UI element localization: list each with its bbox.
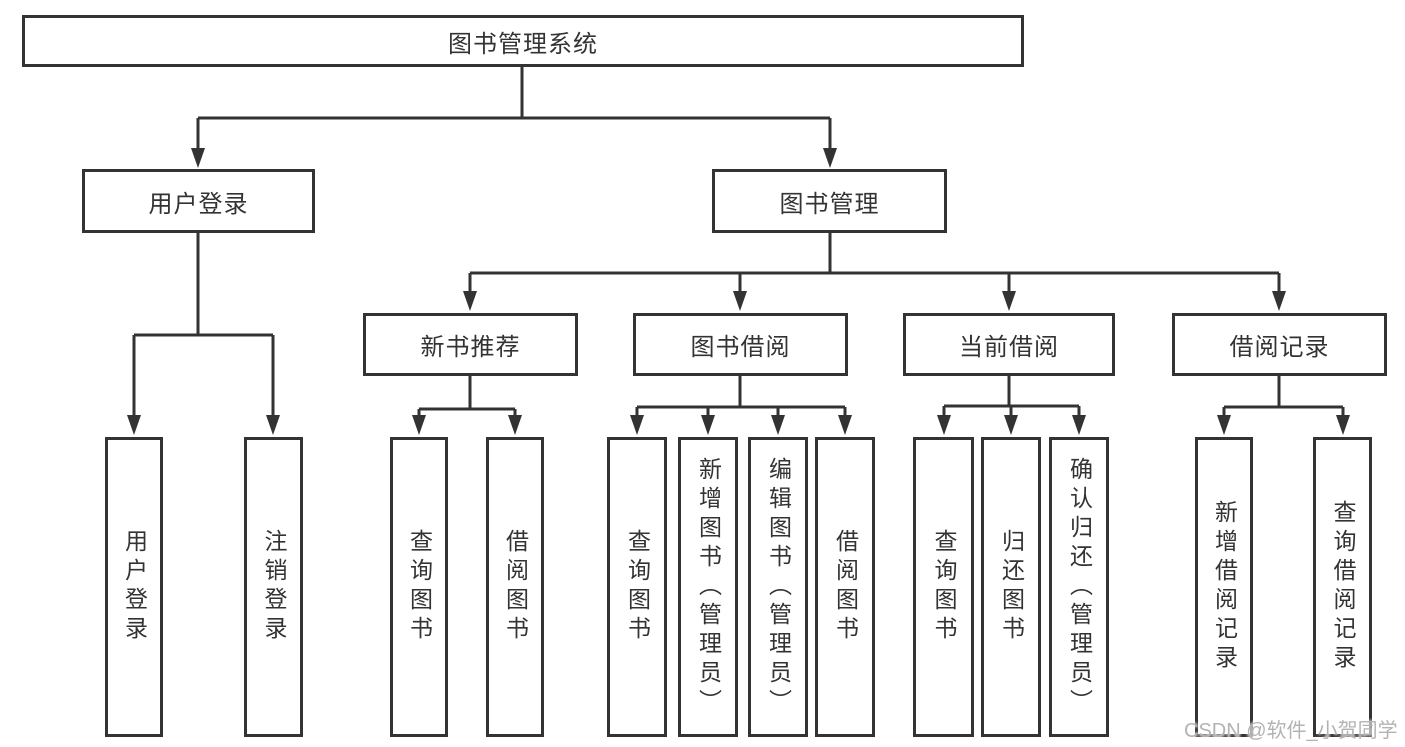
leaf-add-books-admin: 新增图书（管理员） [678, 437, 738, 737]
node-user-login-label: 用户登录 [148, 190, 249, 218]
connector-root-to-level2 [196, 67, 832, 152]
connector-book-management-sections [468, 233, 1281, 295]
leaf-return-books-label: 归还图书 [998, 529, 1025, 645]
node-book-management-label: 图书管理 [779, 190, 880, 218]
node-book-borrowing-label: 图书借阅 [690, 334, 791, 361]
leaf-logout: 注销登录 [244, 437, 303, 737]
connector-user-login-children [132, 233, 275, 419]
node-root-label: 图书管理系统 [448, 30, 598, 58]
leaf-borrow-books-recommend: 借阅图书 [486, 437, 544, 737]
node-root: 图书管理系统 [22, 15, 1024, 67]
connector-borrowing-records-children [1222, 376, 1345, 419]
leaf-add-books-admin-label: 新增图书（管理员） [695, 456, 722, 718]
leaf-logout-label: 注销登录 [261, 529, 287, 645]
leaf-query-borrow-record: 查询借阅记录 [1313, 437, 1372, 737]
watermark-text: CSDN @软件_小贺同学 [1184, 720, 1398, 742]
connector-new-book-recommend-children [417, 376, 517, 419]
leaf-borrow-books-recommend-label: 借阅图书 [502, 529, 529, 645]
leaf-user-login: 用户登录 [105, 437, 163, 737]
leaf-edit-books-admin: 编辑图书（管理员） [748, 437, 808, 737]
leaf-edit-books-admin-label: 编辑图书（管理员） [765, 456, 792, 718]
leaf-add-borrow-record: 新增借阅记录 [1195, 437, 1253, 737]
leaf-query-borrow-record-label: 查询借阅记录 [1330, 500, 1356, 674]
node-current-borrowing-label: 当前借阅 [959, 334, 1059, 361]
node-user-login: 用户登录 [82, 169, 315, 233]
leaf-user-login-label: 用户登录 [121, 529, 148, 645]
connector-book-borrowing-children [635, 376, 847, 419]
leaf-borrow-books-borrowing: 借阅图书 [815, 437, 875, 737]
node-book-borrowing: 图书借阅 [633, 313, 848, 376]
leaf-confirm-return-admin: 确认归还（管理员） [1049, 437, 1109, 737]
leaf-query-books-recommend-label: 查询图书 [406, 529, 433, 645]
leaf-query-books-borrowing: 查询图书 [607, 437, 667, 737]
leaf-query-books-borrowing-label: 查询图书 [624, 529, 651, 645]
leaf-query-books-current: 查询图书 [913, 437, 974, 737]
connector-current-borrowing-children [942, 376, 1081, 419]
node-new-book-recommend: 新书推荐 [363, 313, 578, 376]
leaf-return-books: 归还图书 [981, 437, 1041, 737]
leaf-borrow-books-borrowing-label: 借阅图书 [832, 529, 859, 645]
leaf-query-books-current-label: 查询图书 [931, 529, 957, 645]
node-borrowing-records: 借阅记录 [1172, 313, 1387, 376]
leaf-confirm-return-admin-label: 确认归还（管理员） [1066, 456, 1093, 718]
node-borrowing-records-label: 借阅记录 [1229, 334, 1330, 361]
leaf-add-borrow-record-label: 新增借阅记录 [1211, 500, 1238, 674]
node-new-book-recommend-label: 新书推荐 [420, 334, 521, 361]
leaf-query-books-recommend: 查询图书 [390, 437, 448, 737]
node-current-borrowing: 当前借阅 [903, 313, 1115, 376]
arrowhead-icons [127, 148, 1350, 435]
node-book-management: 图书管理 [712, 169, 947, 233]
